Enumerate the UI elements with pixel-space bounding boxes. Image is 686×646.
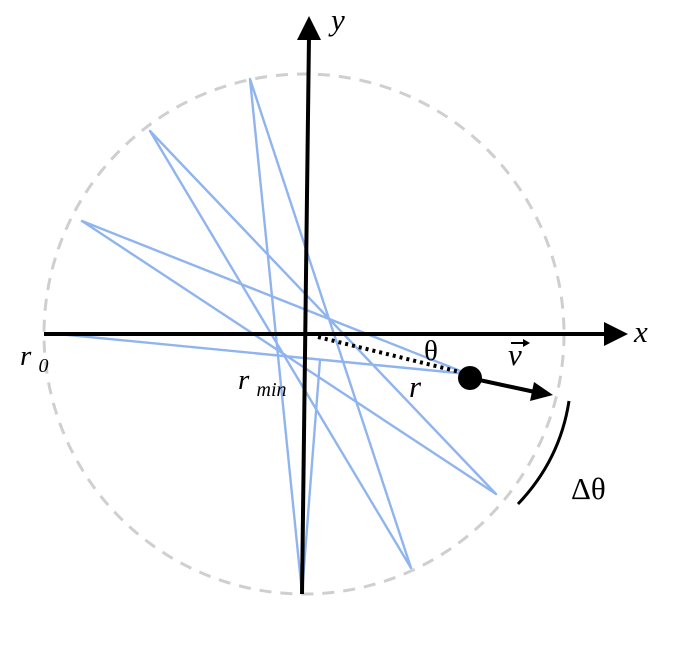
y-axis-label: y bbox=[328, 2, 345, 37]
radius-line bbox=[317, 335, 469, 376]
r0-main: r bbox=[20, 340, 32, 372]
theta-label: θ bbox=[424, 335, 438, 367]
y-axis-arrowhead bbox=[297, 16, 321, 40]
r0-label: r 0 bbox=[20, 340, 49, 377]
y-axis bbox=[300, 35, 311, 595]
r0-sub: 0 bbox=[39, 355, 49, 377]
vector-arrow-icon bbox=[511, 339, 530, 347]
rmin-main: r bbox=[238, 364, 250, 396]
trajectory-path bbox=[56, 77, 498, 595]
rmin-sub: min bbox=[257, 379, 287, 401]
velocity-arrowhead bbox=[530, 382, 553, 401]
x-axis-arrowhead bbox=[604, 322, 628, 346]
velocity-label: v bbox=[508, 337, 522, 372]
particle bbox=[458, 366, 482, 390]
radius-label: r bbox=[409, 369, 422, 404]
delta-theta-label: Δθ bbox=[571, 471, 606, 506]
x-axis-label: x bbox=[633, 314, 648, 349]
rmin-label: r min bbox=[238, 364, 287, 401]
delta-theta-arc bbox=[516, 400, 571, 506]
